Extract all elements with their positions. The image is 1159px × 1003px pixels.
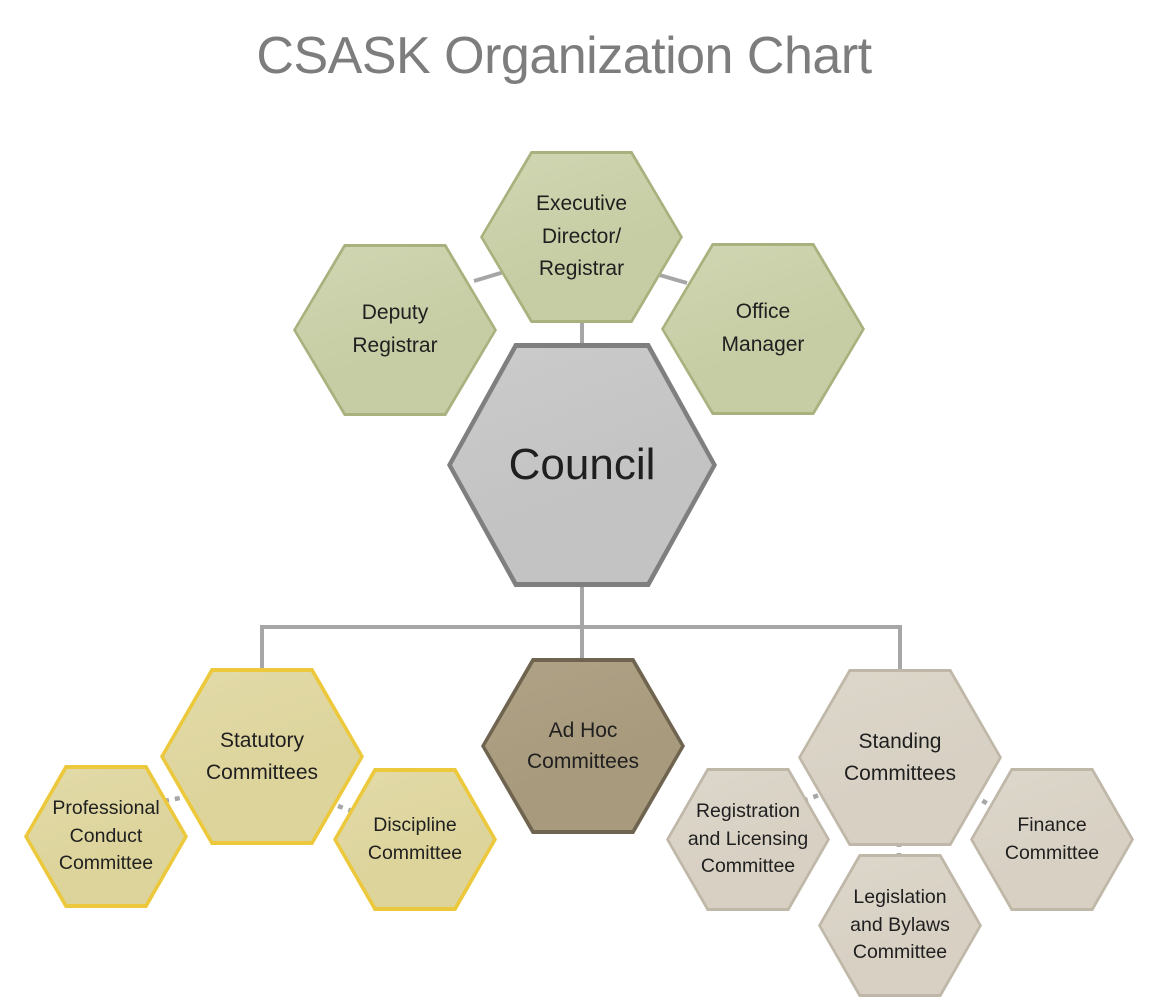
hexagon-office-manager: Office Manager <box>661 243 865 415</box>
node-label: Finance Committee <box>1004 813 1100 864</box>
hexagon-registration-licensing-committee: Registration and Licensing Committee <box>666 768 830 911</box>
node-label: Deputy Registrar <box>352 301 438 357</box>
hexagon-fill <box>485 662 681 830</box>
node-label: Standing Committees <box>843 730 957 785</box>
link-executive-office <box>655 272 688 285</box>
node-label: Discipline Committee <box>367 813 463 864</box>
hexagon-fill <box>337 772 493 907</box>
hexagon-council: Council <box>447 343 717 587</box>
node-label: Office Manager <box>721 300 805 356</box>
hexagon-executive-director-registrar: Executive Director/ Registrar <box>480 151 683 323</box>
node-label: Ad Hoc Committees <box>526 718 640 774</box>
hexagon-legislation-bylaws-committee: Legislation and Bylaws Committee <box>818 854 982 997</box>
node-label: Executive Director/ Registrar <box>535 191 628 281</box>
node-label: Registration and Licensing Committee <box>687 799 809 878</box>
hexagon-professional-conduct-committee: Professional Conduct Committee <box>24 765 188 908</box>
node-label: Legislation and Bylaws Committee <box>850 885 950 964</box>
hexagon-discipline-committee: Discipline Committee <box>333 768 497 911</box>
hexagon-statutory-committees: Statutory Committees <box>160 668 364 845</box>
link-deputy-executive <box>473 270 505 283</box>
node-label: Professional Conduct Committee <box>52 796 160 875</box>
hexagon-standing-committees: Standing Committees <box>798 669 1002 846</box>
hexagon-ad-hoc-committees: Ad Hoc Committees <box>481 658 685 834</box>
hexagon-deputy-registrar: Deputy Registrar <box>293 244 497 416</box>
node-label: Statutory Committees <box>205 729 319 784</box>
page-title: CSASK Organization Chart <box>256 27 872 85</box>
hexagon-fill <box>801 672 999 843</box>
node-label: Council <box>508 439 656 489</box>
hexagon-fill <box>28 769 184 904</box>
hexagon-finance-committee: Finance Committee <box>970 768 1134 911</box>
hexagon-fill <box>164 672 360 841</box>
